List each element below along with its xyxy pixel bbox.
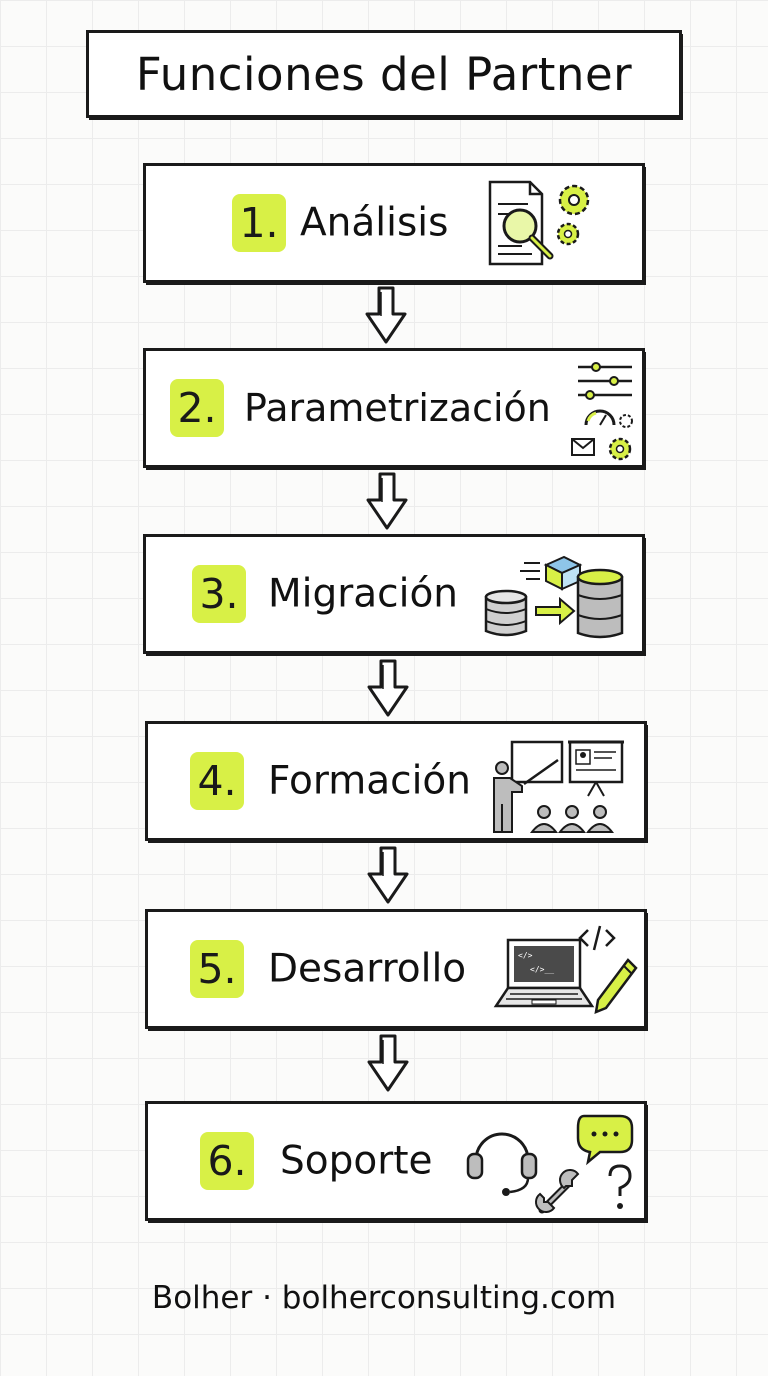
- step-label: Soporte: [280, 1138, 433, 1184]
- analysis-icon: [488, 180, 590, 266]
- step-label: Análisis: [300, 200, 449, 246]
- arrow-down-icon: [367, 1034, 409, 1092]
- step-label: Migración: [268, 571, 459, 617]
- title-box: Funciones del Partner: [86, 30, 682, 118]
- arrow-down-icon: [367, 659, 409, 717]
- step-parametrizacion: 2. Parametrización: [143, 348, 645, 468]
- code-laptop-icon: </> </>__: [493, 925, 638, 1014]
- step-label: Formación: [268, 758, 471, 804]
- step-formacion: 4. Formación: [145, 721, 647, 841]
- arrow-down-icon: [366, 472, 408, 530]
- page-title: Funciones del Partner: [135, 47, 633, 101]
- svg-text:</>__: </>__: [530, 965, 554, 974]
- arrow-down-icon: [367, 846, 409, 904]
- step-number: 5.: [190, 940, 244, 998]
- footer-credit: Bolher · bolherconsulting.com: [151, 1280, 617, 1316]
- step-analisis: 1. Análisis: [143, 163, 645, 283]
- step-number: 2.: [170, 379, 224, 437]
- step-number: 1.: [232, 194, 286, 252]
- step-number: 3.: [192, 565, 246, 623]
- step-number: 4.: [190, 752, 244, 810]
- step-label: Parametrización: [244, 386, 551, 430]
- svg-text:</>: </>: [518, 951, 533, 960]
- step-number: 6.: [200, 1132, 254, 1190]
- training-icon: [493, 740, 624, 833]
- settings-sliders-icon: [571, 362, 633, 461]
- database-migration-icon: [484, 555, 624, 639]
- step-label: Desarrollo: [268, 946, 467, 992]
- arrow-down-icon: [365, 286, 407, 344]
- step-migracion: 3. Migración: [143, 534, 645, 654]
- support-icon: [466, 1114, 634, 1214]
- step-soporte: 6. Soporte: [145, 1101, 647, 1221]
- step-desarrollo: 5. Desarrollo </> </>__: [145, 909, 647, 1029]
